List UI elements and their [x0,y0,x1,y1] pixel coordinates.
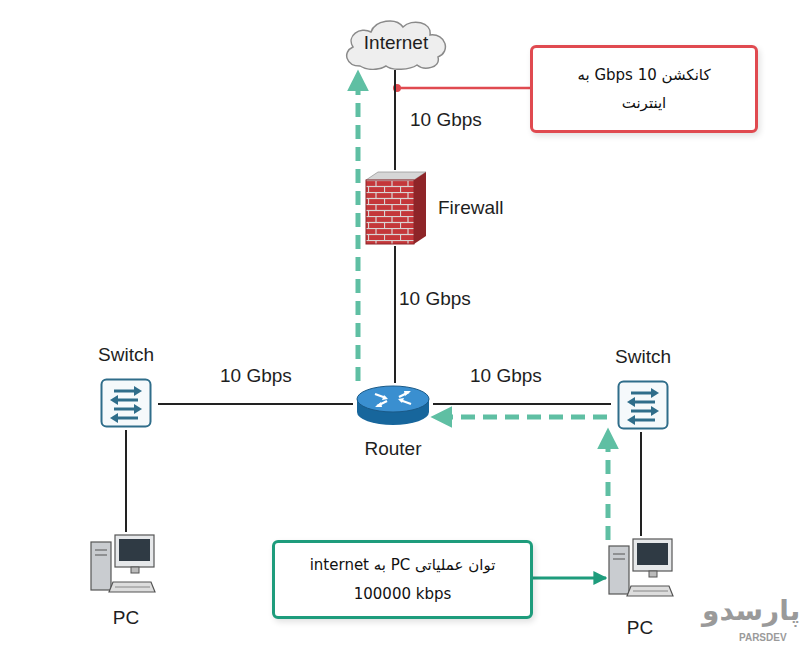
device-label: Internet [364,32,428,55]
link-line [394,70,396,170]
bandwidth-label: 10 Gbps [468,365,544,387]
pc-icon [609,539,673,596]
link-line [433,403,611,405]
switch-icon [102,380,151,427]
pc-icon [91,535,155,592]
bandwidth-label: 10 Gbps [397,288,473,310]
router-icon [357,386,429,425]
link-line [394,246,396,383]
firewall-icon [366,172,426,244]
watermark-text: PARSDEV [739,632,787,643]
switch-node: Switch [94,344,158,430]
link-line [125,430,127,532]
device-label: PC [113,607,139,630]
pc-node: PC [602,536,678,640]
flow-arrow [606,434,611,540]
device-label: Switch [98,344,154,367]
flow-arrow [356,76,361,381]
device-label: Switch [615,346,671,369]
switch-node: Switch [611,346,675,432]
link-line [640,432,642,536]
callout-box: توان عملیاتی PC به internet100000 kbps [272,540,533,619]
callout-text: 100000 kbps [354,580,452,609]
link-line [158,403,353,405]
callout-text: توان عملیاتی PC به internet [310,551,496,580]
device-label: PC [627,617,653,640]
bandwidth-label: 10 Gbps [218,365,294,387]
router-node: Router [353,383,433,461]
switch-icon [619,382,668,429]
pc-node: PC [88,532,164,630]
link-line [399,87,530,90]
flow-arrow [437,415,607,420]
callout-text: کانکشن 10 Gbps به اینترنت [559,61,729,118]
firewall-node: Firewall [362,170,522,246]
link-line [533,577,606,580]
device-label: Firewall [438,197,503,220]
callout-box: کانکشن 10 Gbps به اینترنت [530,45,758,133]
watermark-logo: پارسدو [702,594,800,627]
bandwidth-label: 10 Gbps [408,109,484,131]
device-label: Router [364,438,421,461]
cloud-shape [347,21,446,69]
cloud-node: Internet [340,16,452,70]
